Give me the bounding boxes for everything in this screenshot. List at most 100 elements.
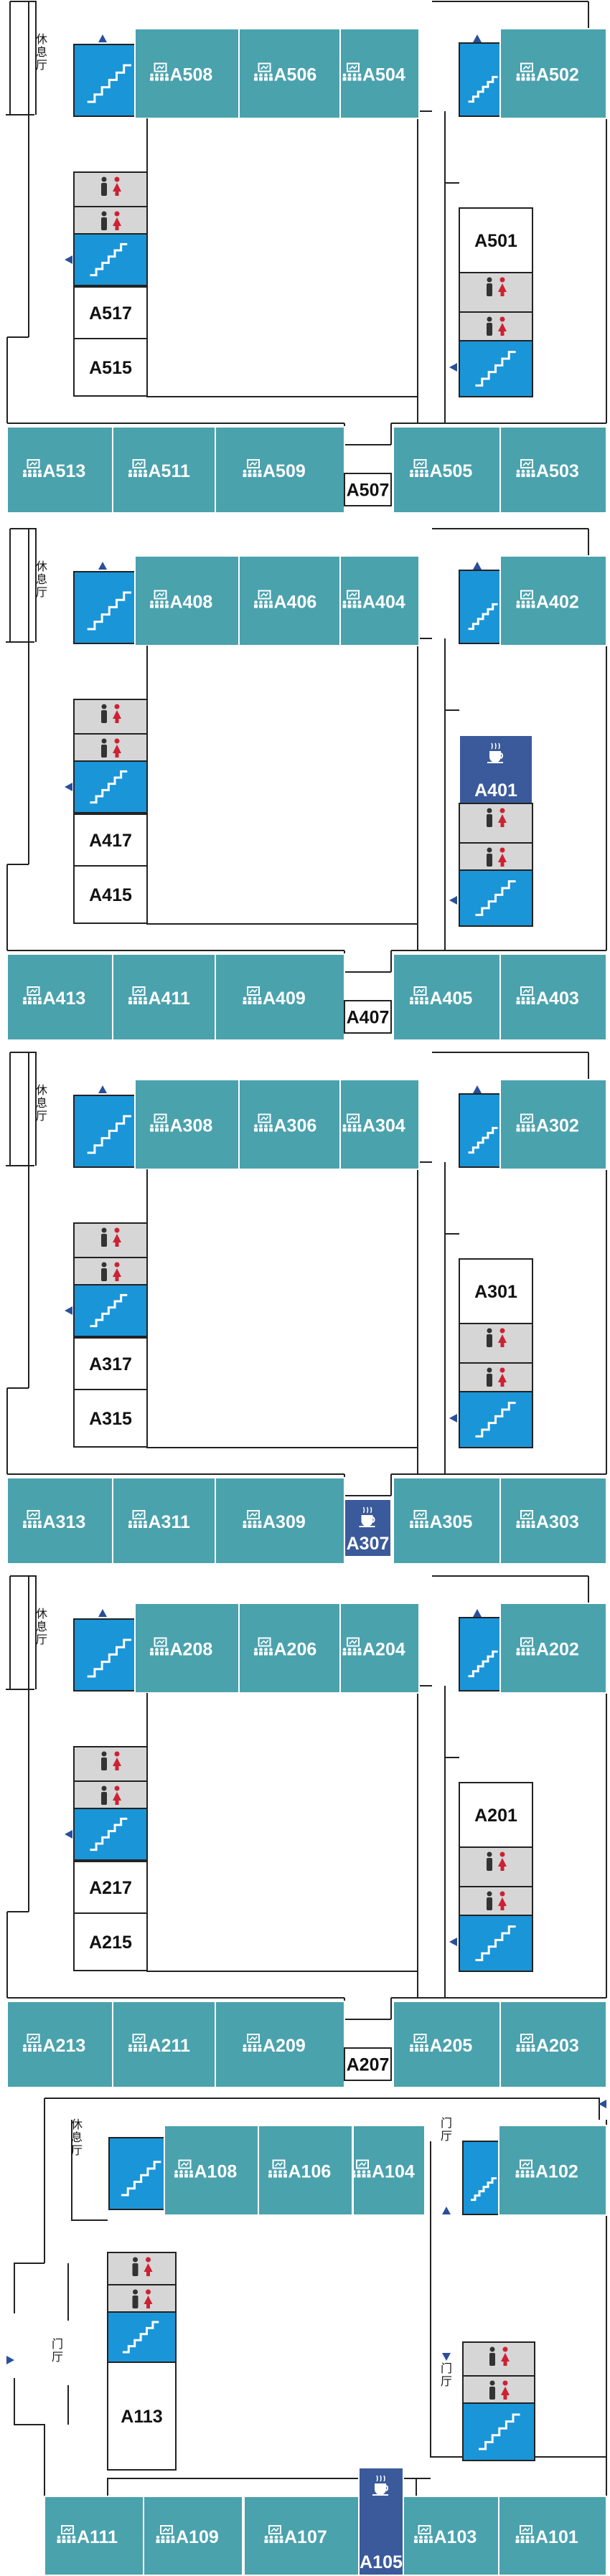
room-A408[interactable]: A408 <box>134 555 240 646</box>
room-A302[interactable]: A302 <box>499 1079 607 1170</box>
room-A515[interactable]: A515 <box>73 338 148 397</box>
room-A401[interactable]: A401 <box>459 735 533 804</box>
room-A208[interactable]: A208 <box>134 1603 240 1694</box>
male-restroom-icon <box>132 2289 139 2308</box>
entrance-hall-label: 门厅 <box>441 2362 452 2388</box>
room-A411[interactable]: A411 <box>112 953 219 1041</box>
room-label: A515 <box>89 358 132 378</box>
classroom-icon <box>342 62 362 81</box>
room-A509[interactable]: A509 <box>215 426 345 514</box>
female-restroom-icon <box>501 2346 510 2366</box>
room-label: A305 <box>430 1512 473 1532</box>
restroom <box>459 272 533 313</box>
room-label: A315 <box>89 1409 132 1429</box>
room-A106[interactable]: A106 <box>258 2125 353 2216</box>
room-A303[interactable]: A303 <box>499 1477 607 1565</box>
room-A413[interactable]: A413 <box>6 953 113 1041</box>
male-restroom-icon <box>489 2380 495 2400</box>
svg-text:厅: 厅 <box>36 58 47 72</box>
room-A102[interactable]: A102 <box>498 2125 607 2216</box>
coffee-cup-icon <box>487 742 504 763</box>
female-restroom-icon <box>113 1262 121 1281</box>
room-A309[interactable]: A309 <box>215 1477 345 1565</box>
room-label: A109 <box>176 2527 219 2547</box>
room-A313[interactable]: A313 <box>6 1477 113 1565</box>
male-restroom-icon <box>101 738 107 758</box>
room-A503[interactable]: A503 <box>499 426 607 514</box>
room-label: A101 <box>535 2527 578 2547</box>
room-label: A511 <box>149 461 190 481</box>
room-A502[interactable]: A502 <box>499 28 607 119</box>
classroom-icon <box>268 2159 287 2178</box>
classroom-icon <box>128 2034 147 2052</box>
classroom-icon <box>23 1510 42 1528</box>
restroom <box>73 1257 148 1285</box>
svg-text:厅: 厅 <box>36 1633 47 1646</box>
room-label: A111 <box>77 2527 118 2547</box>
room-A501[interactable]: A501 <box>459 207 533 273</box>
room-A217[interactable]: A217 <box>73 1861 148 1914</box>
room-A301[interactable]: A301 <box>459 1258 533 1324</box>
room-A205[interactable]: A205 <box>393 2001 501 2088</box>
room-A417[interactable]: A417 <box>73 813 148 867</box>
room-A113[interactable]: A113 <box>107 2362 177 2471</box>
classroom-icon <box>150 1113 169 1132</box>
female-restroom-icon <box>113 211 121 230</box>
room-A511[interactable]: A511 <box>112 426 219 514</box>
room-A305[interactable]: A305 <box>393 1477 501 1565</box>
classroom-icon <box>23 986 42 1004</box>
room-label: A317 <box>89 1354 132 1374</box>
room-A406[interactable]: A406 <box>238 555 344 646</box>
room-A103[interactable]: A103 <box>403 2496 499 2576</box>
room-A505[interactable]: A505 <box>393 426 501 514</box>
entrance-arrow-icon <box>449 363 457 372</box>
room-A317[interactable]: A317 <box>73 1337 148 1390</box>
room-A404[interactable]: A404 <box>339 555 420 646</box>
room-A403[interactable]: A403 <box>499 953 607 1041</box>
female-restroom-icon <box>498 1851 507 1871</box>
room-A203[interactable]: A203 <box>499 2001 607 2088</box>
room-A407[interactable]: A407 <box>344 1000 392 1034</box>
room-A101[interactable]: A101 <box>498 2496 607 2576</box>
room-A506[interactable]: A506 <box>238 28 344 119</box>
room-label: A205 <box>430 2036 473 2056</box>
room-A304[interactable]: A304 <box>339 1079 420 1170</box>
restroom <box>459 842 533 871</box>
room-A105[interactable]: A105 <box>358 2467 404 2576</box>
male-restroom-icon <box>487 1328 492 1347</box>
female-restroom-icon <box>501 2380 510 2400</box>
room-A213[interactable]: A213 <box>6 2001 113 2088</box>
room-A315[interactable]: A315 <box>73 1389 148 1448</box>
room-A111[interactable]: A111 <box>44 2496 144 2576</box>
room-A306[interactable]: A306 <box>238 1079 344 1170</box>
room-A507[interactable]: A507 <box>344 473 392 506</box>
room-A109[interactable]: A109 <box>143 2496 243 2576</box>
room-A311[interactable]: A311 <box>112 1477 219 1565</box>
room-A104[interactable]: A104 <box>352 2125 426 2216</box>
room-A409[interactable]: A409 <box>215 953 345 1041</box>
room-A415[interactable]: A415 <box>73 865 148 924</box>
room-A209[interactable]: A209 <box>215 2001 345 2088</box>
room-A513[interactable]: A513 <box>6 426 113 514</box>
classroom-icon <box>150 62 169 81</box>
room-A108[interactable]: A108 <box>164 2125 259 2216</box>
room-A202[interactable]: A202 <box>499 1603 607 1694</box>
room-label: A307 <box>347 1534 390 1554</box>
male-restroom-icon <box>487 1367 492 1387</box>
room-A211[interactable]: A211 <box>112 2001 219 2088</box>
room-A405[interactable]: A405 <box>393 953 501 1041</box>
restroom <box>459 311 533 341</box>
room-A402[interactable]: A402 <box>499 555 607 646</box>
room-A207[interactable]: A207 <box>344 2047 392 2081</box>
room-A508[interactable]: A508 <box>134 28 240 119</box>
room-A307[interactable]: A307 <box>344 1499 392 1557</box>
room-A215[interactable]: A215 <box>73 1912 148 1971</box>
room-A201[interactable]: A201 <box>459 1782 533 1848</box>
room-A107[interactable]: A107 <box>243 2496 360 2576</box>
room-A204[interactable]: A204 <box>339 1603 420 1694</box>
room-A504[interactable]: A504 <box>339 28 420 119</box>
room-A308[interactable]: A308 <box>134 1079 240 1170</box>
room-A517[interactable]: A517 <box>73 286 148 339</box>
room-A206[interactable]: A206 <box>238 1603 344 1694</box>
